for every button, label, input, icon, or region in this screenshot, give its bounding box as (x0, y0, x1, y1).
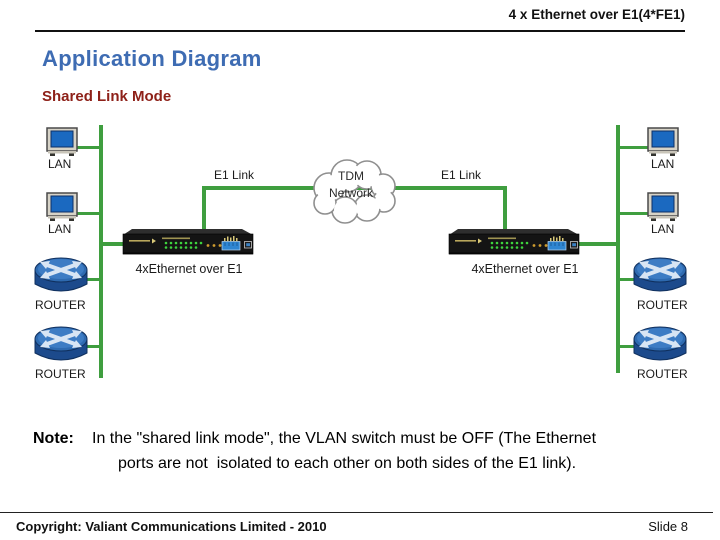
lan-bus-left (99, 125, 103, 378)
e1-link-line-right-vertical (503, 186, 507, 229)
header-rule (35, 30, 685, 32)
note-label: Note: (33, 430, 74, 447)
device-label: 4xEthernet over E1 (135, 262, 243, 276)
stub-right-device (578, 242, 616, 246)
stub-left-lan1 (74, 146, 100, 149)
router-icon (633, 257, 687, 292)
router-label: ROUTER (637, 298, 688, 312)
tdm-network-cloud-icon (313, 159, 396, 224)
header-product-title: 4 x Ethernet over E1(4*FE1) (508, 7, 685, 22)
page-subtitle: Shared Link Mode (42, 88, 172, 105)
stub-left-device (99, 242, 124, 246)
lan-monitor-icon (647, 192, 679, 221)
lan-monitor-icon (46, 192, 78, 221)
e1-link-label: E1 Link (441, 168, 482, 182)
router-label: ROUTER (35, 298, 86, 312)
e1-link-line-left-vertical (202, 186, 206, 229)
lan-label: LAN (651, 222, 675, 236)
ethernet-over-e1-device (122, 229, 254, 255)
lan-label: LAN (651, 157, 675, 171)
router-label: ROUTER (637, 367, 688, 381)
footer-copyright: Copyright: Valiant Communications Limite… (16, 519, 327, 534)
device-label: 4xEthernet over E1 (471, 262, 579, 276)
note-text-line1: In the "shared link mode", the VLAN swit… (92, 430, 597, 447)
stub-right-lan1 (620, 146, 649, 149)
stub-right-router2 (620, 345, 637, 348)
cloud-label-line2: Network (328, 186, 373, 200)
stub-right-router1 (620, 278, 637, 281)
router-icon (34, 257, 88, 292)
stub-left-lan2 (74, 212, 100, 215)
lan-monitor-icon (46, 127, 78, 156)
router-label: ROUTER (35, 367, 86, 381)
footer-slide-number: Slide 8 (648, 519, 688, 534)
lan-bus-right (616, 125, 620, 373)
cloud-label: TDM Network (303, 168, 399, 202)
stub-left-router2 (85, 345, 100, 348)
cloud-label-line1: TDM (338, 169, 364, 183)
router-icon (633, 326, 687, 361)
page-title: Application Diagram (42, 46, 262, 71)
lan-monitor-icon (647, 127, 679, 156)
stub-left-router1 (85, 278, 100, 281)
lan-label: LAN (48, 157, 72, 171)
note-text-line2: ports are not isolated to each other on … (118, 455, 577, 472)
ethernet-over-e1-device (448, 229, 580, 255)
lan-label: LAN (48, 222, 72, 236)
e1-link-label: E1 Link (214, 168, 255, 182)
router-icon (34, 326, 88, 361)
stub-right-lan2 (620, 212, 649, 215)
footer-rule (0, 512, 713, 513)
